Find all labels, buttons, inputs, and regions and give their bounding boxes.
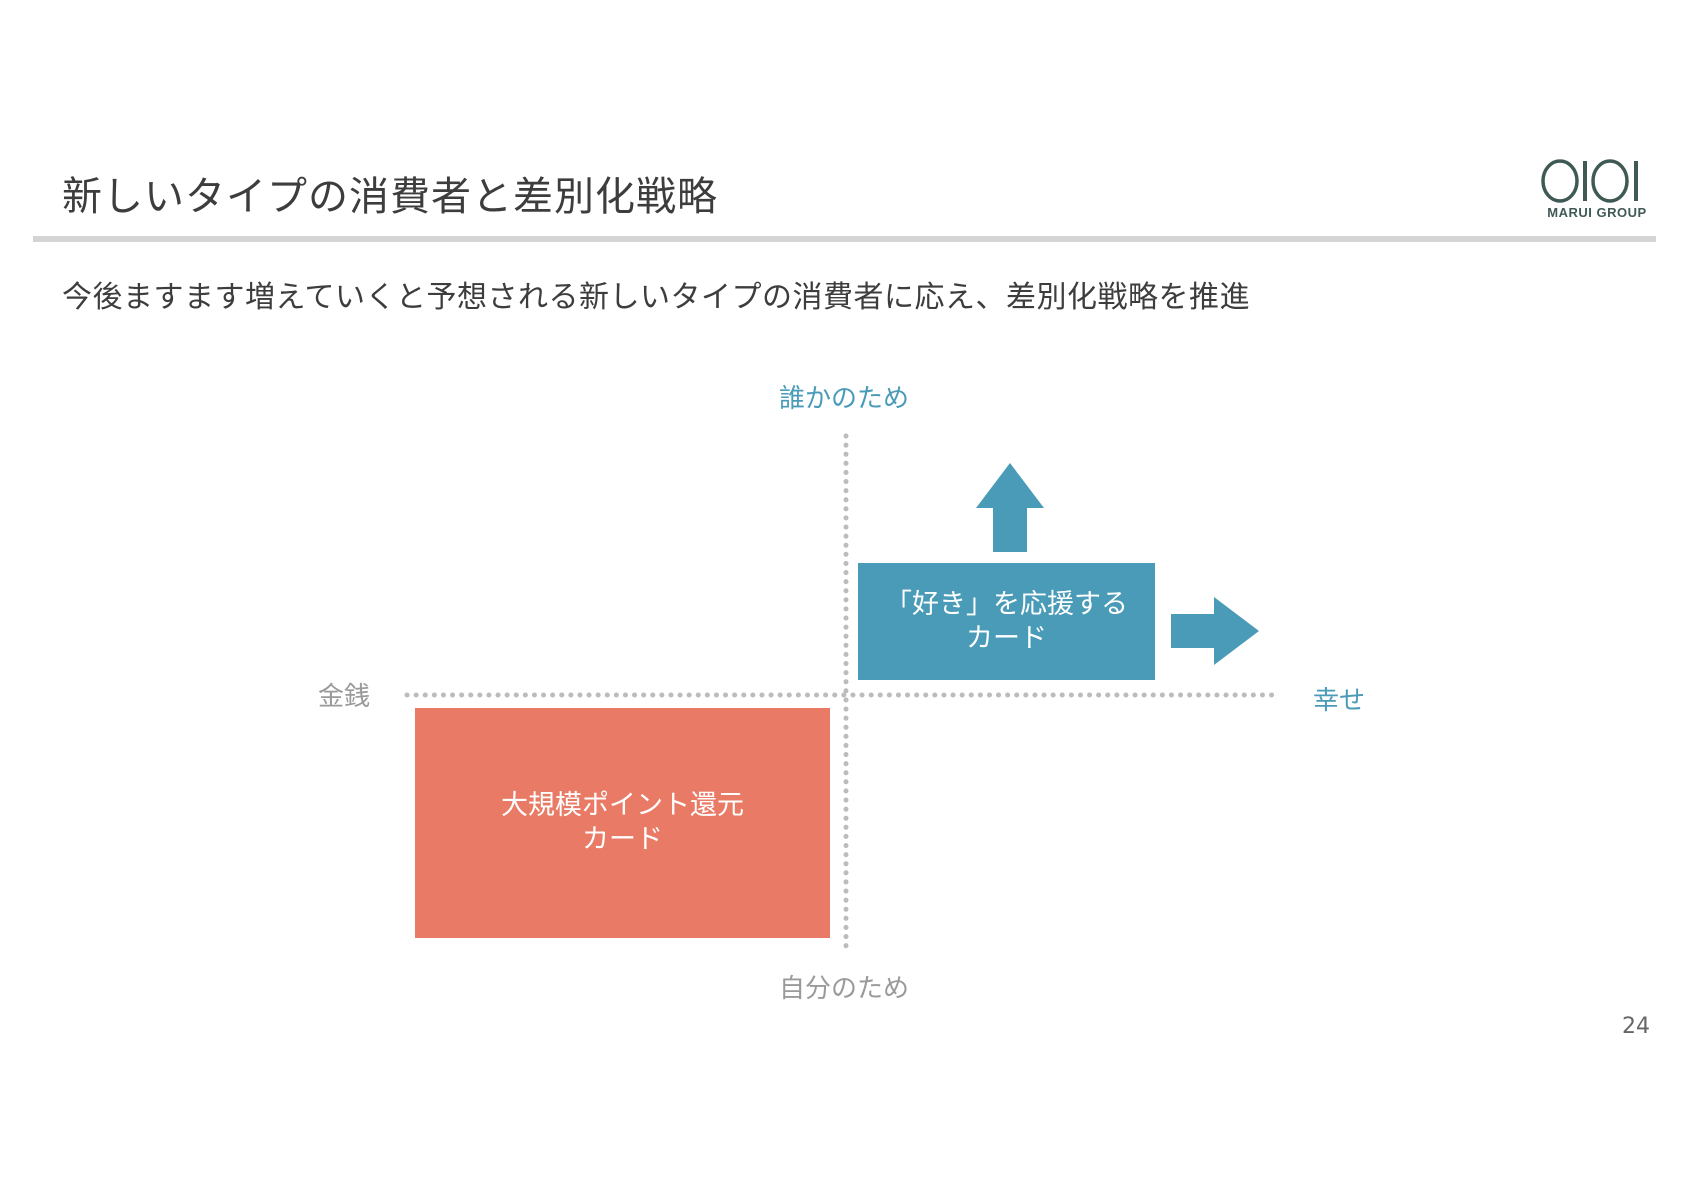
favorite-support-card-label: 「好き」を応援する カード [885,588,1128,654]
favorite-support-card-box: 「好き」を応援する カード [858,563,1155,680]
page-subtitle: 今後ますます増えていくと予想される新しいタイプの消費者に応え、差別化戦略を推進 [62,280,1250,315]
axis-label-right: 幸せ [1313,686,1366,716]
axis-label-bottom: 自分のため [778,974,909,1004]
axis-label-left: 金銭 [317,682,370,712]
page-number: 24 [1622,1014,1650,1039]
point-reward-card-box: 大規模ポイント還元 カード [415,708,830,938]
marui-group-logo: MARUI GROUP [1538,158,1656,226]
axis-label-top: 誰かのため [778,384,909,414]
title-divider [33,236,1656,242]
arrow-up-icon [976,463,1044,552]
oioi-logo-icon [1541,159,1638,203]
arrow-right-icon [1171,597,1259,665]
logo-text: MARUI GROUP [1547,205,1647,220]
page-title: 新しいタイプの消費者と差別化戦略 [62,174,718,220]
point-reward-card-label: 大規模ポイント還元 カード [501,790,744,855]
